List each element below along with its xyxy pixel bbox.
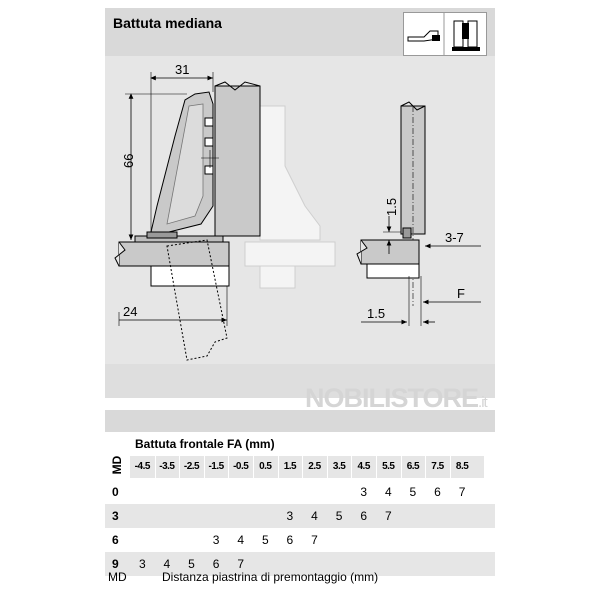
- column-header: 3.5: [332, 461, 346, 472]
- table-header-bar: [105, 410, 495, 432]
- hinge-arm-inner: [166, 103, 204, 225]
- column-header: 6.5: [406, 461, 420, 472]
- drawing-footer-band: [105, 364, 495, 398]
- table-cell: 5: [409, 485, 417, 499]
- watermark-suffix: .it: [478, 394, 488, 411]
- door-lower: [150, 265, 230, 287]
- table-cell: 6: [286, 533, 294, 547]
- side-panel-break: [214, 81, 261, 91]
- door-break: [114, 241, 126, 267]
- watermark-logo: NOBILISTORE.it: [305, 383, 488, 414]
- dim-1-5-bottom: 1.5: [367, 306, 385, 321]
- row-label: 6: [112, 533, 119, 547]
- table-caption: Battuta frontale FA (mm): [135, 437, 275, 451]
- column-header: 4.5: [357, 461, 370, 472]
- table-cell: 4: [237, 533, 245, 547]
- table-cell: 4: [384, 485, 392, 499]
- column-header: -0.5: [233, 461, 249, 472]
- footnote-key: MD: [108, 570, 127, 584]
- table-cell: 7: [237, 557, 245, 571]
- column-header: 0.5: [259, 461, 272, 472]
- table-cell: 5: [261, 533, 269, 547]
- dim-1-5-vertical: 1.5: [384, 198, 399, 216]
- table-cell: 3: [360, 485, 368, 499]
- open-door-outline: [166, 239, 228, 361]
- column-header: -3.5: [159, 461, 175, 472]
- table-cell: 6: [212, 557, 220, 571]
- hinge-type-icon: [403, 12, 487, 56]
- dim-f: F: [457, 286, 465, 301]
- hinge-schematic-icon: [407, 13, 480, 55]
- table-row-bg: [105, 552, 495, 576]
- table-cell: 6: [434, 485, 441, 499]
- table-cell: 3: [286, 509, 294, 523]
- column-header: -4.5: [134, 461, 151, 472]
- row-label: 3: [112, 509, 119, 523]
- column-header: 7.5: [431, 461, 444, 472]
- side-panel: [214, 85, 261, 237]
- table-cell: 7: [384, 509, 392, 523]
- column-header: 2.5: [308, 461, 321, 472]
- column-header: -2.5: [183, 461, 200, 472]
- row-label: 0: [112, 485, 119, 499]
- column-header: 1.5: [283, 461, 297, 472]
- column-header-row: [130, 456, 485, 478]
- dim-66: 66: [121, 154, 136, 168]
- table-cell: 4: [311, 509, 318, 523]
- dim-3-7: 3-7: [445, 230, 464, 245]
- table-cell: 7: [311, 533, 318, 547]
- technical-drawing: 31 66 24 1.5 3-7 F 1.5: [105, 56, 495, 364]
- dim-24: 24: [123, 304, 137, 319]
- table-cell: 4: [163, 557, 171, 571]
- column-header: -1.5: [208, 461, 224, 472]
- footnote-text: Distanza piastrina di premontaggio (mm): [162, 570, 379, 584]
- table-row-bg: [105, 504, 495, 528]
- row-label: 9: [112, 557, 119, 571]
- table-cell: 5: [335, 509, 343, 523]
- table-cell: 3: [138, 557, 146, 571]
- table-cell: 3: [212, 533, 220, 547]
- cup-base: [146, 231, 178, 239]
- header-bar: Battuta mediana: [105, 8, 495, 56]
- column-header: 5.5: [382, 461, 395, 472]
- watermark-brand: NOBILISTORE: [305, 383, 479, 413]
- column-header: 8.5: [455, 461, 469, 472]
- dim-31: 31: [175, 62, 189, 77]
- hinge-diagram: 31 66 24 1.5 3-7 F 1.5: [114, 62, 481, 361]
- table-cell: 7: [458, 485, 466, 499]
- table-cell: 6: [360, 509, 368, 523]
- table-cell: 5: [188, 557, 195, 571]
- page-title: Battuta mediana: [113, 15, 222, 31]
